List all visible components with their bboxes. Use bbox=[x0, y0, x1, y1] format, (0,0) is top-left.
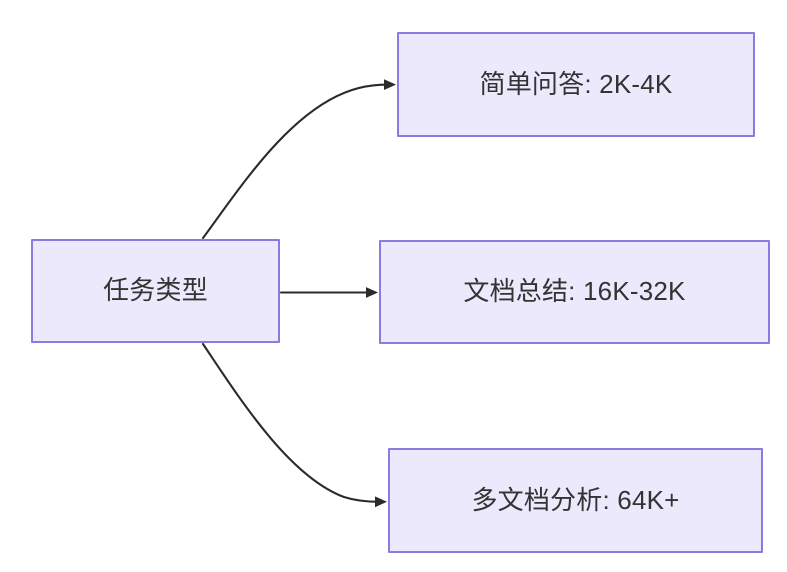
edge-root-to-simple-qa-path bbox=[201, 83, 390, 240]
edge-root-to-multi-doc bbox=[201, 342, 387, 508]
node-task-type[interactable]: 任务类型 bbox=[31, 239, 280, 343]
node-doc-summary-label: 文档总结: 16K-32K bbox=[463, 276, 686, 307]
edge-root-to-doc-summary-arrowhead bbox=[366, 287, 378, 298]
edge-root-to-multi-doc-path bbox=[201, 342, 381, 503]
node-task-type-label: 任务类型 bbox=[103, 275, 208, 306]
node-simple-qa-label: 简单问答: 2K-4K bbox=[479, 68, 673, 99]
edge-root-to-multi-doc-arrowhead bbox=[375, 496, 387, 508]
edge-root-to-simple-qa bbox=[201, 79, 396, 240]
node-multi-doc[interactable]: 多文档分析: 64K+ bbox=[388, 448, 763, 553]
edge-root-to-simple-qa-arrowhead bbox=[384, 79, 396, 90]
edge-root-to-doc-summary bbox=[279, 287, 378, 298]
node-doc-summary[interactable]: 文档总结: 16K-32K bbox=[379, 240, 770, 344]
node-multi-doc-label: 多文档分析: 64K+ bbox=[471, 484, 680, 515]
node-simple-qa[interactable]: 简单问答: 2K-4K bbox=[397, 32, 755, 137]
